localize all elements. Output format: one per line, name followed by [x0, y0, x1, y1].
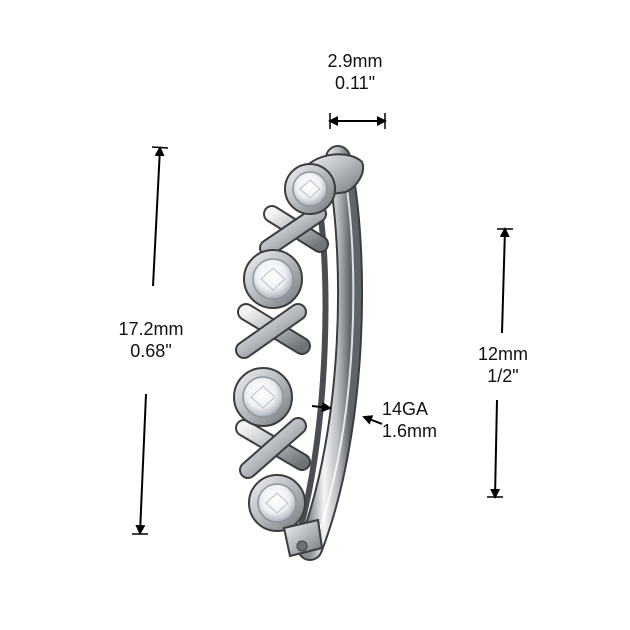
gauge-metric: 1.6mm: [382, 421, 438, 441]
gauge-arrow-right: [362, 415, 383, 425]
x-link-1: [259, 205, 329, 257]
gem-4: [248, 474, 306, 532]
length-tick-top: [151, 146, 169, 149]
length-arrow-bottom: [135, 393, 147, 535]
width-metric: 2.9mm: [327, 51, 383, 71]
gem-3: [233, 367, 293, 427]
length-metric: 17.2mm: [118, 319, 184, 339]
drop-metric: 12mm: [477, 344, 528, 364]
gem-1: [284, 163, 336, 215]
x-link-2: [235, 303, 311, 359]
drop-label: 12mm 1/2": [458, 343, 548, 387]
curved-bar: [297, 145, 364, 561]
gauge-label: 14GA 1.6mm: [382, 398, 454, 442]
drop-arrow-top: [499, 227, 510, 334]
length-arrow-top: [152, 146, 165, 287]
drop-imperial: 1/2": [487, 366, 519, 386]
gauge-arrow-left: [311, 402, 332, 413]
gem-2: [243, 249, 303, 309]
width-imperial: 0.11": [334, 73, 376, 93]
width-label: 2.9mm 0.11": [300, 50, 410, 94]
drop-arrow-bottom: [490, 399, 501, 499]
gauge-value: 14GA: [382, 399, 429, 419]
length-imperial: 0.68": [130, 341, 172, 361]
x-link-3: [235, 417, 311, 479]
length-label: 17.2mm 0.68": [96, 318, 206, 362]
hinge-bar: [297, 199, 329, 531]
bottom-hinge: [282, 518, 324, 558]
